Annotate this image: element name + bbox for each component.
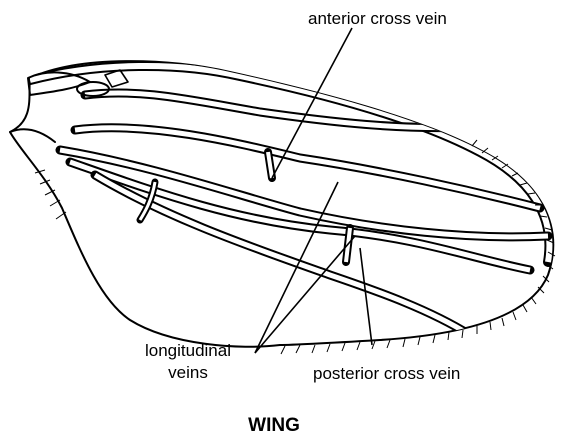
label-veins: veins [168, 363, 208, 382]
label-anterior-cross-vein: anterior cross vein [308, 9, 447, 28]
figure-title: WING [248, 415, 300, 436]
label-longitudinal: longitudinal [145, 341, 231, 360]
label-posterior-cross-vein: posterior cross vein [313, 364, 460, 383]
wing-veins [30, 66, 549, 335]
wing-fringe [35, 140, 555, 354]
leader-lines [255, 28, 372, 353]
